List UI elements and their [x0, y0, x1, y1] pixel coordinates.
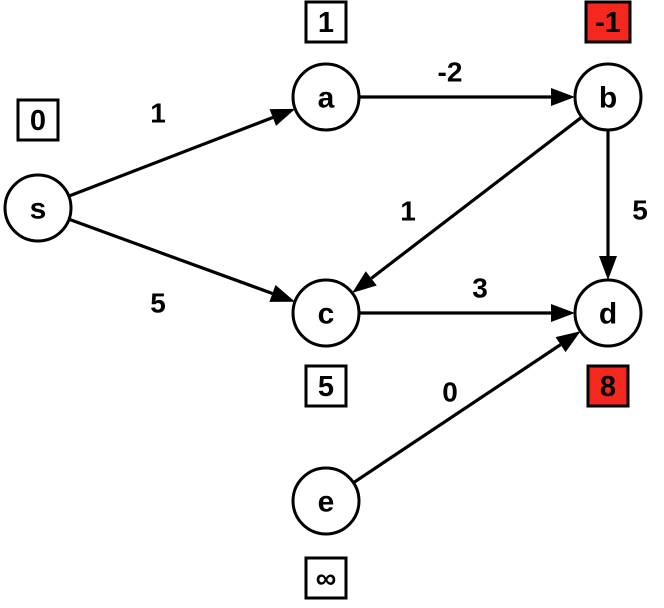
edge-line [370, 115, 583, 280]
arrow-head-icon [551, 88, 575, 106]
edge-a-b: -2 [359, 57, 575, 106]
edge-weight-label: 5 [150, 288, 166, 319]
distance-box-frame [16, 98, 60, 142]
distance-box-b: -1 [584, 0, 632, 44]
node-circle [573, 278, 643, 348]
edge-weight-label: 1 [400, 196, 416, 227]
node-d: d [573, 278, 643, 348]
distance-value: -1 [595, 7, 621, 39]
node-b: b [573, 62, 643, 132]
distance-box-s: 0 [16, 98, 60, 142]
node-circle [291, 466, 361, 536]
distance-value: ∞ [316, 563, 337, 595]
node-e: e [291, 466, 361, 536]
node-label: s [30, 193, 47, 226]
arrow-head-icon [555, 331, 581, 353]
distance-box-c: 5 [304, 364, 348, 408]
edge-line [352, 343, 562, 485]
node-label: e [318, 486, 335, 519]
edge-b-d: 5 [599, 130, 648, 280]
distance-box-frame [304, 364, 348, 408]
node-label: b [599, 82, 617, 115]
node-label: d [599, 298, 617, 331]
distance-value: 0 [30, 105, 46, 137]
distance-box-e: ∞ [304, 556, 348, 600]
node-label: c [318, 298, 335, 331]
edge-s-c: 5 [68, 217, 295, 319]
edges-layer: 1 5 -2 1 5 3 0 [68, 57, 648, 485]
distance-box-a: 1 [304, 0, 348, 44]
edge-e-d: 0 [352, 331, 581, 485]
edge-weight-label: 1 [150, 98, 166, 129]
node-a: a [291, 62, 361, 132]
edge-line [68, 116, 274, 198]
node-circle [291, 62, 361, 132]
nodes-layer: s a b c d e [3, 62, 643, 536]
arrow-head-icon [551, 304, 575, 322]
arrow-head-icon [269, 108, 296, 126]
edge-weight-label: -2 [438, 57, 463, 88]
distance-box-highlighted [586, 364, 630, 408]
edge-b-c: 1 [352, 115, 583, 293]
node-circle [3, 173, 73, 243]
node-s: s [3, 173, 73, 243]
arrow-head-icon [352, 271, 377, 293]
distance-boxes-layer: 0 1 -1 5 8 ∞ [16, 0, 632, 600]
edge-weight-label: 0 [442, 377, 458, 408]
distance-box-frame [304, 556, 348, 600]
distance-value: 5 [318, 371, 334, 403]
arrow-head-icon [599, 256, 617, 280]
edge-c-d: 3 [359, 273, 575, 322]
edge-weight-label: 5 [632, 195, 648, 226]
node-circle [291, 278, 361, 348]
edge-weight-label: 3 [472, 273, 488, 304]
distance-value: 8 [600, 371, 616, 403]
node-label: a [318, 82, 335, 115]
distance-box-frame [304, 0, 348, 44]
edge-s-a: 1 [68, 98, 296, 198]
distance-box-highlighted [584, 0, 632, 44]
node-c: c [291, 278, 361, 348]
distance-box-d: 8 [586, 364, 630, 408]
node-circle [573, 62, 643, 132]
edge-line [68, 217, 273, 295]
arrow-head-icon [269, 285, 295, 302]
distance-value: 1 [318, 7, 334, 39]
